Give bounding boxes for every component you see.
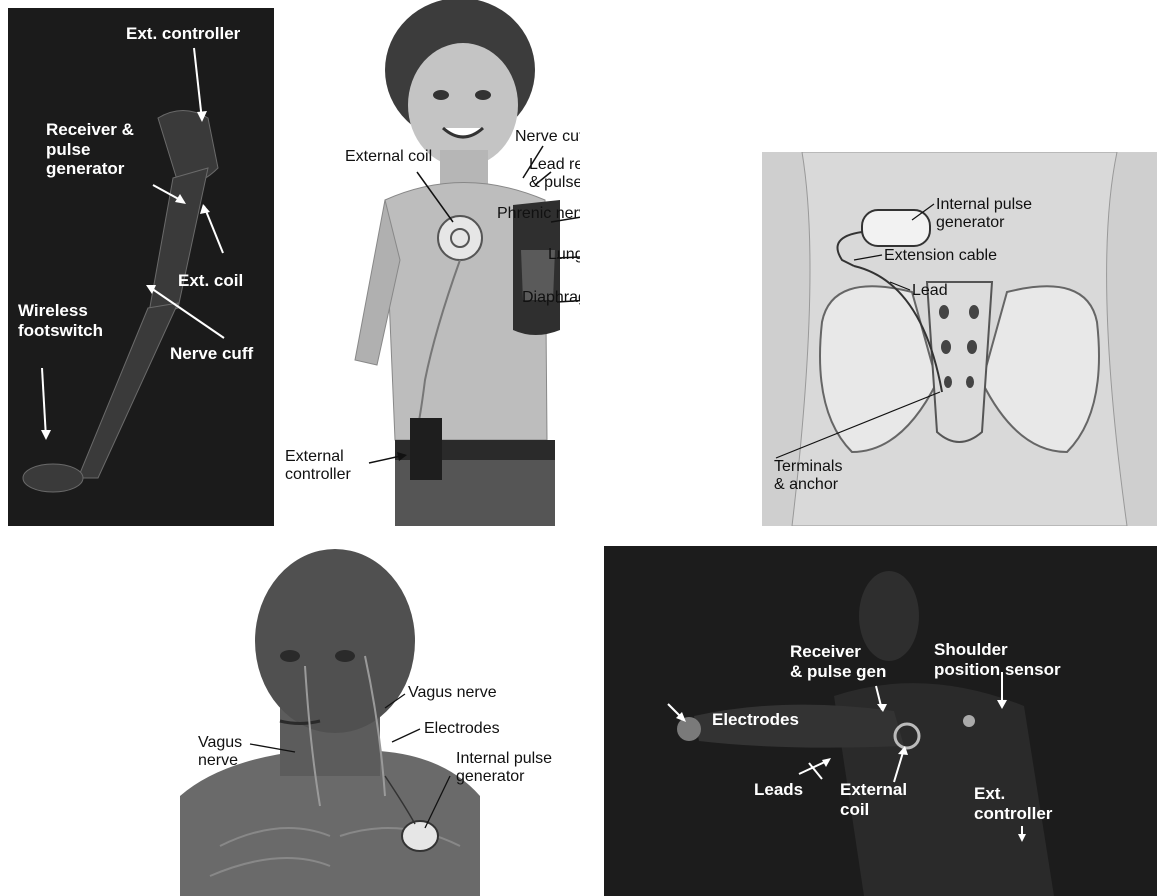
label-leads: Leads — [754, 780, 803, 800]
label-external-controller: External controller — [285, 448, 351, 485]
child-phrenic-panel: Nerve cuff External coil Lead receiver &… — [285, 0, 580, 526]
head-illustration — [180, 546, 600, 896]
label-ext-controller: Ext. controller — [126, 24, 240, 44]
label-electrodes: Electrodes — [712, 710, 799, 730]
shoulder-illustration — [604, 546, 1157, 896]
label-internal-pulse-generator: Internal pulse generator — [456, 750, 552, 787]
head-vagus-panel: Vagus nerve Electrodes Vagus nerve Inter… — [180, 546, 600, 896]
label-nerve-cuff: Nerve cuff — [515, 128, 580, 146]
label-ext-controller: Ext. controller — [974, 784, 1052, 823]
label-vagus-nerve-left: Vagus nerve — [198, 734, 242, 771]
label-shoulder-position-sensor: Shoulder position sensor — [934, 640, 1061, 679]
label-terminals-anchor: Terminals & anchor — [774, 458, 842, 495]
label-lead-receiver: Lead receiver & pulse gen — [529, 156, 580, 193]
label-diaphragm: Diaphragm — [522, 289, 580, 307]
label-lung: Lung — [548, 246, 580, 264]
label-receiver-pulse-generator: Receiver & pulse generator — [46, 120, 134, 179]
shoulder-stimulator-panel: Receiver & pulse gen Shoulder position s… — [604, 546, 1157, 896]
label-lead: Lead — [912, 282, 948, 300]
pelvis-sacral-panel: Internal pulse generator Extension cable… — [762, 152, 1157, 526]
label-nerve-cuff: Nerve cuff — [170, 344, 253, 364]
label-wireless-footswitch: Wireless footswitch — [18, 301, 103, 340]
arm-stimulator-panel: Ext. controller Receiver & pulse generat… — [8, 8, 274, 526]
label-vagus-nerve-right: Vagus nerve — [408, 684, 497, 702]
label-electrodes: Electrodes — [424, 720, 500, 738]
label-phrenic-nerve: Phrenic nerve — [497, 205, 580, 223]
label-internal-pulse-generator: Internal pulse generator — [936, 196, 1032, 233]
label-external-coil: External coil — [840, 780, 907, 819]
label-extension-cable: Extension cable — [884, 247, 997, 265]
label-external-coil: External coil — [345, 148, 432, 166]
label-receiver-pulse-gen: Receiver & pulse gen — [790, 642, 886, 681]
arm-illustration — [8, 8, 274, 526]
label-ext-coil: Ext. coil — [178, 271, 243, 291]
